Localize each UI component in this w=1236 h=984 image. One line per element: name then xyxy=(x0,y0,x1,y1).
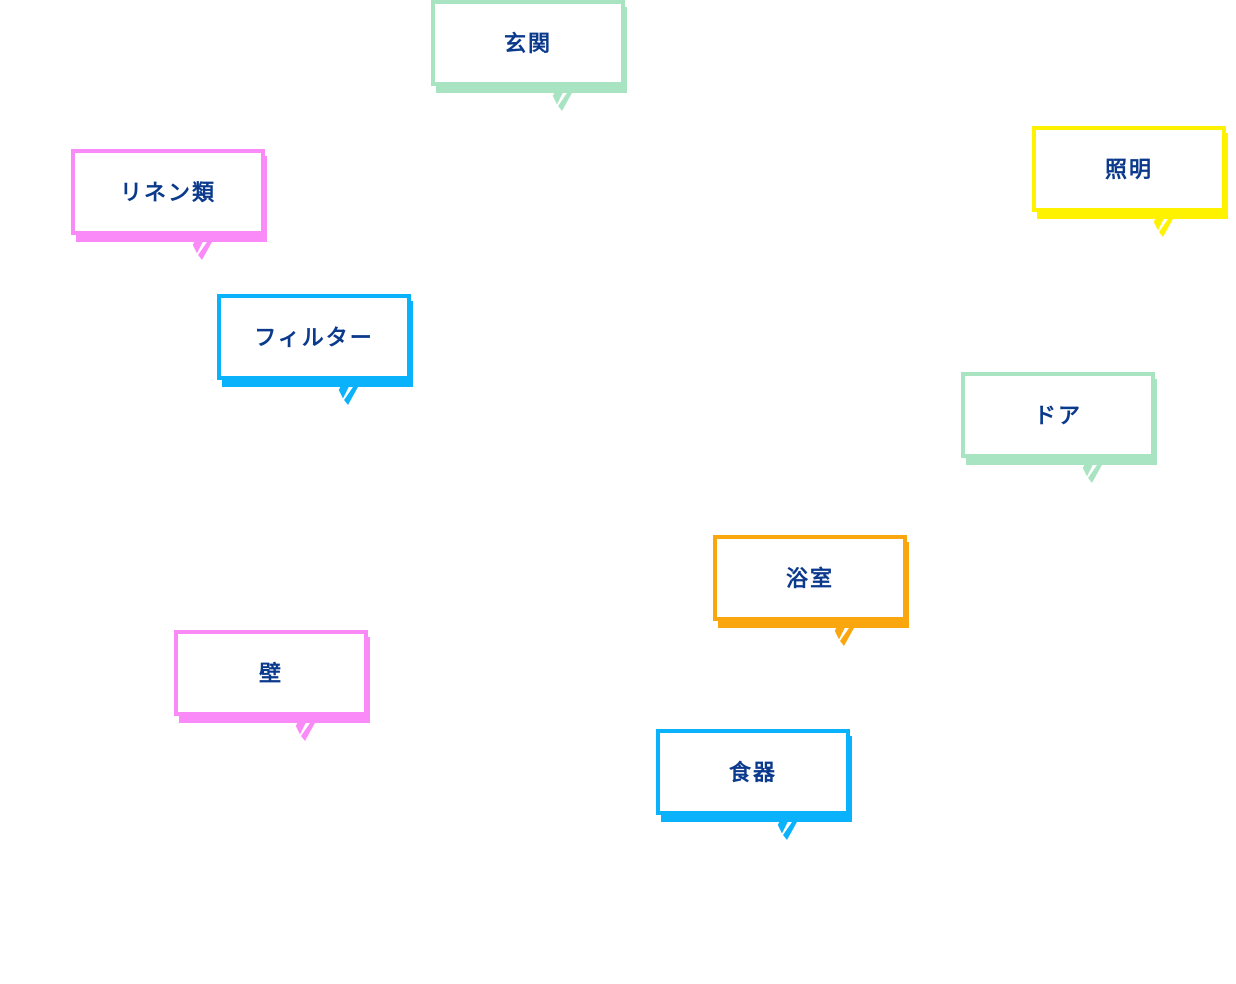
speech-bubble-shape xyxy=(713,535,909,646)
speech-bubble-shape xyxy=(174,630,370,741)
bubble-linen[interactable]: リネン類 xyxy=(69,149,274,261)
bubble-label: 食器 xyxy=(728,761,777,786)
speech-bubble-shape xyxy=(1032,126,1228,237)
bubble-label: 玄関 xyxy=(503,32,552,57)
bubble-filter[interactable]: フィルター xyxy=(215,294,420,406)
bubble-genkan[interactable]: 玄関 xyxy=(429,0,634,112)
speech-bubble-shape xyxy=(217,294,413,405)
bubble-shokki[interactable]: 食器 xyxy=(654,729,859,841)
bubble-label: 照明 xyxy=(1104,158,1153,183)
bubble-label: リネン類 xyxy=(119,181,216,206)
bubble-label: ドア xyxy=(1033,404,1082,429)
bubble-label: 浴室 xyxy=(785,567,834,592)
speech-bubble-shape xyxy=(961,372,1157,483)
speech-bubble-shape xyxy=(656,729,852,840)
bubble-shomei[interactable]: 照明 xyxy=(1030,126,1235,238)
bubble-door[interactable]: ドア xyxy=(959,372,1164,484)
bubble-kabe[interactable]: 壁 xyxy=(172,630,377,742)
bubble-label: 壁 xyxy=(258,662,283,687)
bubble-label: フィルター xyxy=(254,326,374,351)
speech-bubble-shape xyxy=(431,0,627,111)
speech-bubble-shape xyxy=(71,149,267,260)
bubble-yokushitsu[interactable]: 浴室 xyxy=(711,535,916,647)
